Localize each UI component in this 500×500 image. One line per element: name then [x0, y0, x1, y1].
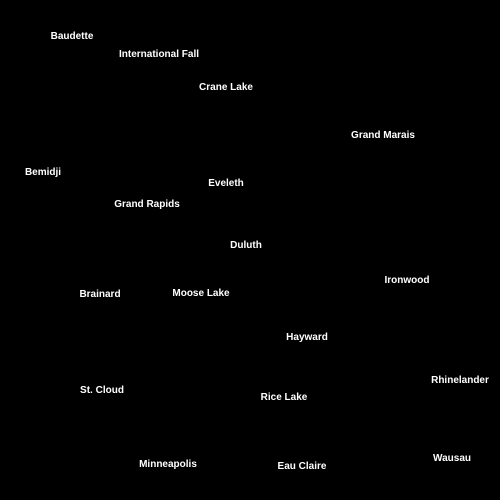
- place-label-wausau: Wausau: [433, 453, 471, 464]
- place-label-grand-marais: Grand Marais: [351, 130, 415, 141]
- place-label-crane-lake: Crane Lake: [199, 82, 253, 93]
- place-label-international-falls: International Fall: [118, 49, 200, 60]
- place-label-rice-lake: Rice Lake: [260, 392, 308, 403]
- place-label-moose-lake: Moose Lake: [172, 288, 230, 299]
- place-label-ironwood: Ironwood: [384, 275, 430, 286]
- place-label-grand-rapids: Grand Rapids: [114, 199, 180, 210]
- place-label-st-cloud: St. Cloud: [80, 385, 124, 396]
- place-label-bemidji: Bemidji: [24, 167, 62, 178]
- place-label-duluth: Duluth: [230, 240, 262, 251]
- place-label-baudette: Baudette: [50, 31, 94, 42]
- place-label-minneapolis: Minneapolis: [139, 459, 197, 470]
- place-label-eveleth: Eveleth: [208, 178, 244, 189]
- place-label-hayward: Hayward: [286, 332, 328, 343]
- place-label-brainard: Brainard: [79, 289, 121, 300]
- place-label-eau-claire: Eau Claire: [277, 461, 327, 472]
- place-label-rhinelander: Rhinelander: [431, 375, 489, 386]
